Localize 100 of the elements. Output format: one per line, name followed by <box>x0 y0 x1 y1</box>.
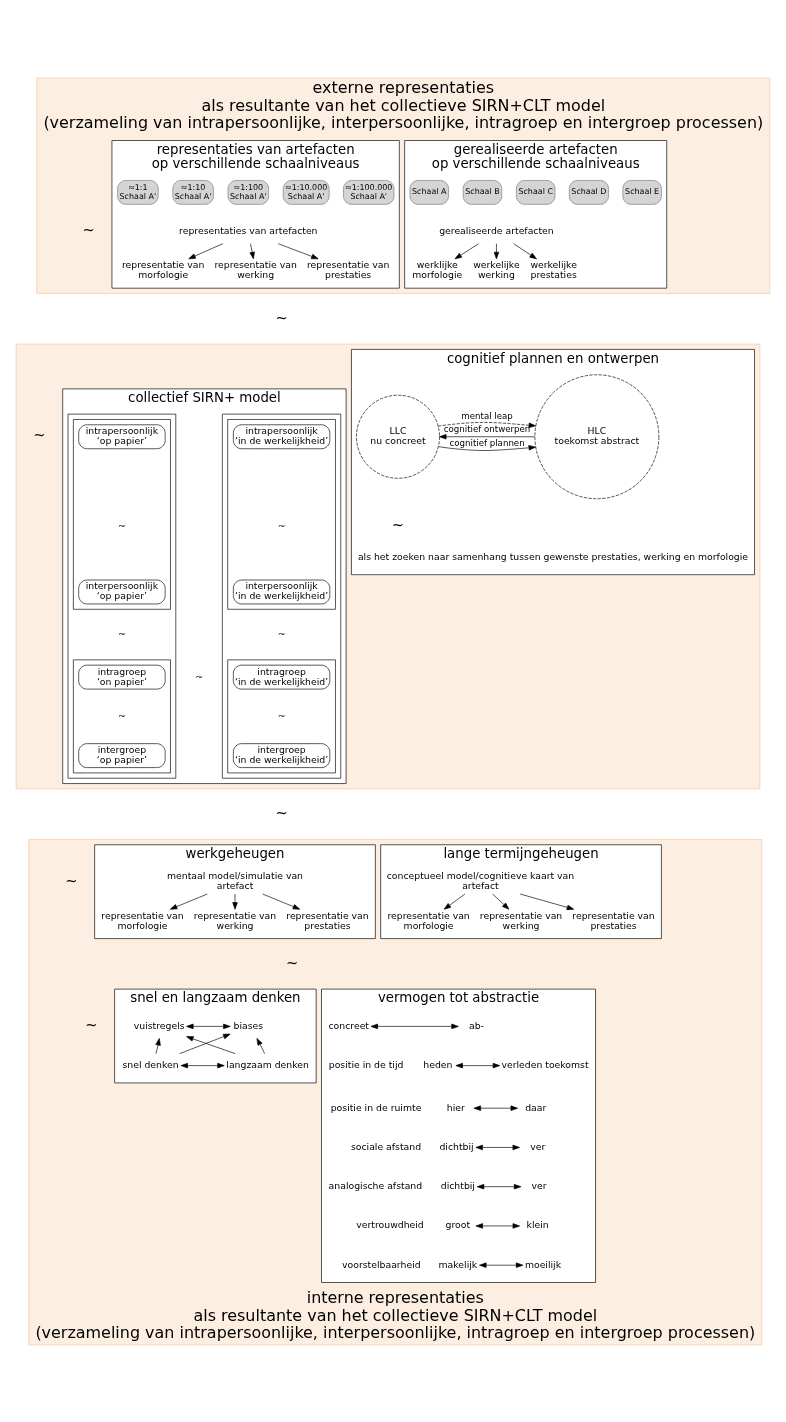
cluster <box>67 413 177 779</box>
node-text: dichtbij <box>439 1140 474 1152</box>
node-text: mentaal model/simulatie van artefact <box>167 870 303 891</box>
node-text: heden <box>423 1058 453 1070</box>
label: positie in de tijd <box>328 1058 404 1070</box>
label: ~ <box>33 425 46 443</box>
node-text: werklijke morfologie <box>412 258 463 280</box>
node-text: ab- <box>469 1019 484 1031</box>
node-text: representaties van artefacten <box>179 224 318 236</box>
cluster <box>222 413 342 779</box>
cluster <box>227 418 336 610</box>
node-text: conceptueel model/cognitieve kaart van artefact <box>386 870 575 891</box>
arrow <box>475 1222 520 1229</box>
node-text: representatie van werking <box>214 258 297 280</box>
arrow <box>476 1183 522 1189</box>
label: sociale afstand <box>350 1140 422 1152</box>
node-text: dichtbij <box>440 1179 475 1191</box>
node-text: representatie van prestaties <box>572 909 655 931</box>
node-text: werkelijke prestaties <box>530 258 577 280</box>
arrow <box>479 1262 524 1268</box>
arrow <box>188 242 224 259</box>
label: ~ <box>85 1015 98 1033</box>
node-box: intergroep ‘op papier’ <box>78 742 166 768</box>
arrow <box>437 421 537 428</box>
arrow <box>493 242 500 259</box>
node-text: groot <box>445 1218 471 1230</box>
node-text: representatie van morfologie <box>121 258 205 280</box>
arrow <box>249 242 255 259</box>
arrow <box>180 1062 225 1068</box>
node-circle: HLC toekomst abstract <box>534 373 660 499</box>
node-text: ver <box>531 1179 547 1191</box>
node-text: biases <box>233 1019 264 1031</box>
node-circle: LLC nu concreet <box>356 394 440 479</box>
label: ~ <box>277 709 286 721</box>
label: ~ <box>82 220 95 238</box>
cluster <box>73 659 171 773</box>
arrow <box>169 893 208 910</box>
edge-label: cognitief ontwerpen <box>443 423 531 434</box>
label: ~ <box>277 519 286 531</box>
label: positie in de ruimte <box>330 1101 422 1113</box>
edge-label: cognitief plannen <box>449 437 525 448</box>
cluster <box>227 659 336 773</box>
node-box: interpersoonlijk ‘op papier’ <box>78 579 166 604</box>
node-text: moeilijk <box>524 1258 562 1270</box>
node-text: representatie van werking <box>193 909 277 931</box>
node-text: hier <box>446 1101 465 1113</box>
label: ~ <box>286 953 299 971</box>
arrow <box>186 1035 236 1054</box>
arrow <box>513 242 537 259</box>
node-box: intergroep ‘in de werkelijkheid’ <box>233 742 331 768</box>
cluster <box>15 343 761 789</box>
arrow <box>155 1037 161 1054</box>
node-text: snel denken <box>122 1058 179 1070</box>
edge-label: mental leap <box>461 410 513 421</box>
node-box: intrapersoonlijk ‘op papier’ <box>78 423 166 449</box>
arrow <box>262 893 301 910</box>
node-text: concreet <box>328 1019 370 1031</box>
node-text: representatie van prestaties <box>286 909 369 931</box>
arrow <box>370 1023 459 1029</box>
label: als het zoeken naar samenhang tussen gewenste prestaties, werking en morfologie <box>357 550 749 562</box>
node-text: klein <box>526 1218 549 1230</box>
node-text: ver <box>530 1140 546 1152</box>
label: voorstelbaarheid <box>342 1258 421 1270</box>
arrow <box>455 1062 501 1068</box>
label: ~ <box>275 308 288 326</box>
arrow <box>179 1033 231 1054</box>
cluster <box>73 418 171 610</box>
node-text: langzaam denken <box>226 1058 309 1070</box>
label: ~ <box>391 515 405 533</box>
arrow <box>256 1037 265 1054</box>
node-text: makelijk <box>438 1258 478 1270</box>
node-text: representatie van morfologie <box>387 909 470 931</box>
node-text: vuistregels <box>133 1019 185 1031</box>
label: ~ <box>277 627 286 639</box>
label: ~ <box>118 519 126 531</box>
node-box: intragroep ‘on papier’ <box>78 664 166 689</box>
arrow <box>277 242 319 259</box>
label: ~ <box>65 871 78 889</box>
label: vertrouwdheid <box>356 1218 424 1230</box>
arrow <box>438 444 536 451</box>
arrow <box>475 1144 520 1150</box>
label: ~ <box>118 709 126 721</box>
label: ~ <box>275 803 288 821</box>
arrow <box>519 893 575 910</box>
arrow <box>492 893 510 910</box>
arrow <box>439 433 536 439</box>
node-text: representatie van werking <box>479 909 563 931</box>
label: ~ <box>195 670 203 682</box>
node-text: daar <box>525 1101 547 1113</box>
node-box: intrapersoonlijk ‘in de werkelijkheid’ <box>233 423 331 449</box>
node-text: verleden toekomst <box>501 1058 589 1070</box>
node-box: intragroep ‘in de werkelijkheid’ <box>233 664 331 689</box>
node-text: representatie van prestaties <box>306 258 390 280</box>
node-text: representatie van morfologie <box>101 909 184 931</box>
node-text: werkelijke werking <box>473 258 520 280</box>
arrow <box>232 893 238 910</box>
label: ~ <box>118 627 126 639</box>
arrow <box>454 242 479 259</box>
label: analogische afstand <box>328 1179 423 1191</box>
node-box: interpersoonlijk ‘in de werkelijkheid’ <box>233 579 331 604</box>
